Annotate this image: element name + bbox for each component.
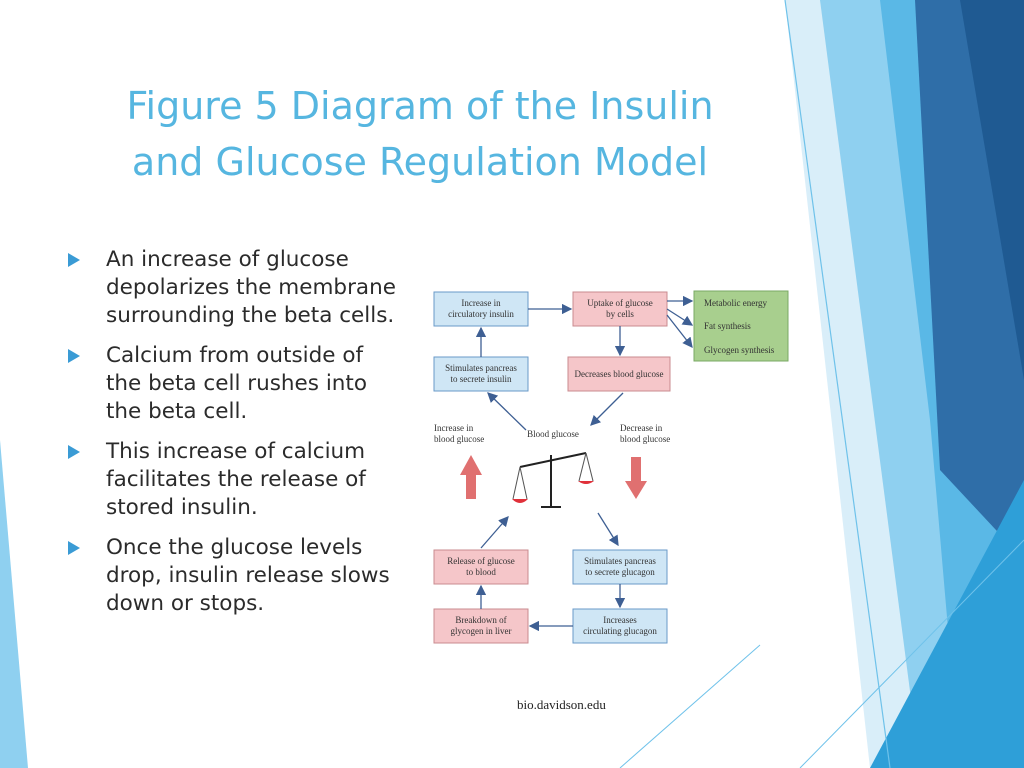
box-release-glucose-line2: to blood: [466, 567, 496, 577]
box-decreases-glucose-line1: Decreases blood glucose: [575, 369, 664, 379]
label-decrease-blood-line1: Decrease in: [620, 423, 663, 433]
bullet-text: This increase of calcium facilitates the…: [106, 439, 366, 520]
box-stimulates-glucagon-line2: to secrete glucagon: [585, 567, 655, 577]
box-release-glucose-line1: Release of glucose: [447, 556, 514, 566]
box-stimulates-insulin: [433, 356, 529, 392]
deco-line-2: [799, 539, 1024, 768]
box-breakdown-glycogen-line1: Breakdown of: [455, 615, 506, 625]
title-line-2: and Glucose Regulation Model: [131, 140, 709, 184]
box-breakdown-glycogen-line2: glycogen in liver: [451, 626, 512, 636]
bullet-arrow-icon: [68, 349, 80, 363]
box-release-glucose: [433, 549, 529, 585]
outcome-metabolic-energy: Metabolic energy: [704, 298, 768, 308]
deco-shape-left: [0, 440, 28, 768]
deco-line-1: [784, 0, 891, 768]
red-down-arrow-icon: [625, 457, 647, 499]
box-increase-insulin: [433, 291, 529, 327]
box-increases-glucagon-line1: Increases: [603, 615, 637, 625]
arrow-uptake-to-glycogen: [666, 314, 693, 349]
box-stimulates-insulin-line2: to secrete insulin: [451, 374, 512, 384]
deco-shape-deep: [960, 0, 1024, 380]
arrow-uptake-to-fat: [666, 308, 694, 326]
slide-title: Figure 5 Diagram of the Insulin and Gluc…: [60, 78, 780, 190]
box-uptake-glucose-line2: by cells: [606, 309, 634, 319]
bullet-item: An increase of glucose depolarizes the m…: [68, 246, 398, 330]
label-decrease-blood-line2: blood glucose: [620, 434, 670, 444]
bullet-arrow-icon: [68, 445, 80, 459]
box-stimulates-glucagon: [572, 549, 668, 585]
bullet-list: An increase of glucose depolarizes the m…: [68, 246, 398, 630]
arrow-glucose-to-glucagon: [597, 512, 619, 547]
deco-shape-bottom: [870, 480, 1024, 768]
outcome-glycogen-synthesis: Glycogen synthesis: [704, 345, 775, 355]
bullet-item: This increase of calcium facilitates the…: [68, 438, 398, 522]
box-stimulates-insulin-line1: Stimulates pancreas: [445, 363, 517, 373]
bullet-text: Once the glucose levels drop, insulin re…: [106, 535, 390, 616]
box-outcomes: [693, 290, 789, 362]
bullet-item: Calcium from outside of the beta cell ru…: [68, 342, 398, 426]
bullet-arrow-icon: [68, 253, 80, 267]
box-uptake-glucose: [572, 291, 668, 327]
arrow-release-to-glucose: [480, 516, 509, 549]
label-increase-blood-line2: blood glucose: [434, 434, 484, 444]
box-increase-insulin-line1: Increase in: [461, 298, 501, 308]
box-increases-glucagon-line2: circulating glucagon: [583, 626, 657, 636]
arrow-decrease-to-glucose: [590, 392, 624, 426]
bullet-arrow-icon: [68, 541, 80, 555]
box-increase-insulin-line2: circulatory insulin: [448, 309, 514, 319]
source-credit: bio.davidson.edu: [517, 697, 606, 712]
box-decreases-glucose: [567, 356, 671, 392]
bullet-text: Calcium from outside of the beta cell ru…: [106, 343, 368, 424]
label-increase-blood-line1: Increase in: [434, 423, 474, 433]
box-uptake-glucose-line1: Uptake of glucose: [587, 298, 652, 308]
red-up-arrow-icon: [460, 455, 482, 499]
title-line-1: Figure 5 Diagram of the Insulin: [126, 84, 714, 128]
arrow-glucose-to-stim: [487, 392, 527, 431]
bullet-item: Once the glucose levels drop, insulin re…: [68, 534, 398, 618]
label-blood-glucose: Blood glucose: [527, 429, 579, 439]
deco-line-3: [619, 644, 761, 768]
box-stimulates-glucagon-line1: Stimulates pancreas: [584, 556, 656, 566]
bullet-text: An increase of glucose depolarizes the m…: [106, 247, 396, 328]
insulin-glucose-diagram: Increase in circulatory insulin Uptake o…: [433, 290, 789, 644]
outcome-fat-synthesis: Fat synthesis: [704, 321, 751, 331]
balance-scale-icon: [512, 452, 594, 508]
